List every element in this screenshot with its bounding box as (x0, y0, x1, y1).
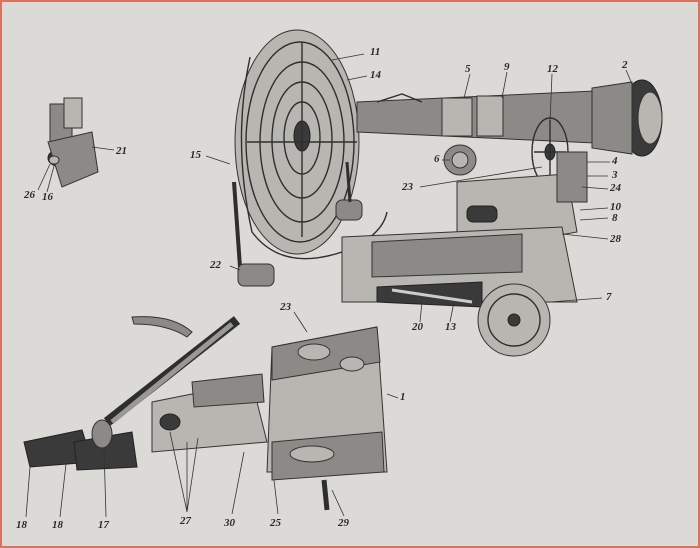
callout-29: 29 (338, 517, 349, 529)
lower-housing (266, 326, 388, 511)
callout-16: 16 (42, 191, 53, 203)
callout-22: 22 (210, 259, 221, 271)
callout-2: 2 (622, 59, 628, 71)
detail-inset-part (47, 97, 99, 188)
callout-17: 17 (98, 519, 109, 531)
callout-23-upper: 23 (402, 181, 413, 193)
callout-4: 4 (612, 155, 618, 167)
callout-5: 5 (465, 63, 471, 75)
callout-18-right: 18 (52, 519, 63, 531)
spiral-cam-disk (234, 29, 388, 260)
lower-shaft-assembly (23, 316, 268, 471)
callout-7: 7 (606, 291, 612, 303)
callout-21: 21 (116, 145, 127, 157)
upper-bracket (456, 151, 588, 243)
sighting-tube (356, 79, 663, 157)
callout-6: 6 (434, 153, 440, 165)
callout-13: 13 (445, 321, 456, 333)
callout-9: 9 (504, 61, 510, 73)
callout-11: 11 (370, 46, 381, 58)
base-frame (341, 226, 578, 357)
callout-3: 3 (612, 169, 618, 181)
callout-15: 15 (190, 149, 201, 161)
callout-27: 27 (180, 515, 191, 527)
callout-26: 26 (24, 189, 35, 201)
callout-30: 30 (224, 517, 235, 529)
callout-20: 20 (412, 321, 423, 333)
callout-28: 28 (610, 233, 621, 245)
callout-14: 14 (370, 69, 381, 81)
callout-18-left: 18 (16, 519, 27, 531)
lever-arm (232, 161, 363, 287)
callout-12: 12 (547, 63, 558, 75)
leader-lines (25, 53, 633, 518)
callout-23-lower: 23 (280, 301, 291, 313)
callout-8: 8 (612, 212, 618, 224)
callout-10: 10 (610, 201, 621, 213)
callout-25: 25 (270, 517, 281, 529)
callout-1: 1 (400, 391, 406, 403)
callout-24: 24 (610, 182, 621, 194)
adjusting-knob (443, 144, 477, 176)
